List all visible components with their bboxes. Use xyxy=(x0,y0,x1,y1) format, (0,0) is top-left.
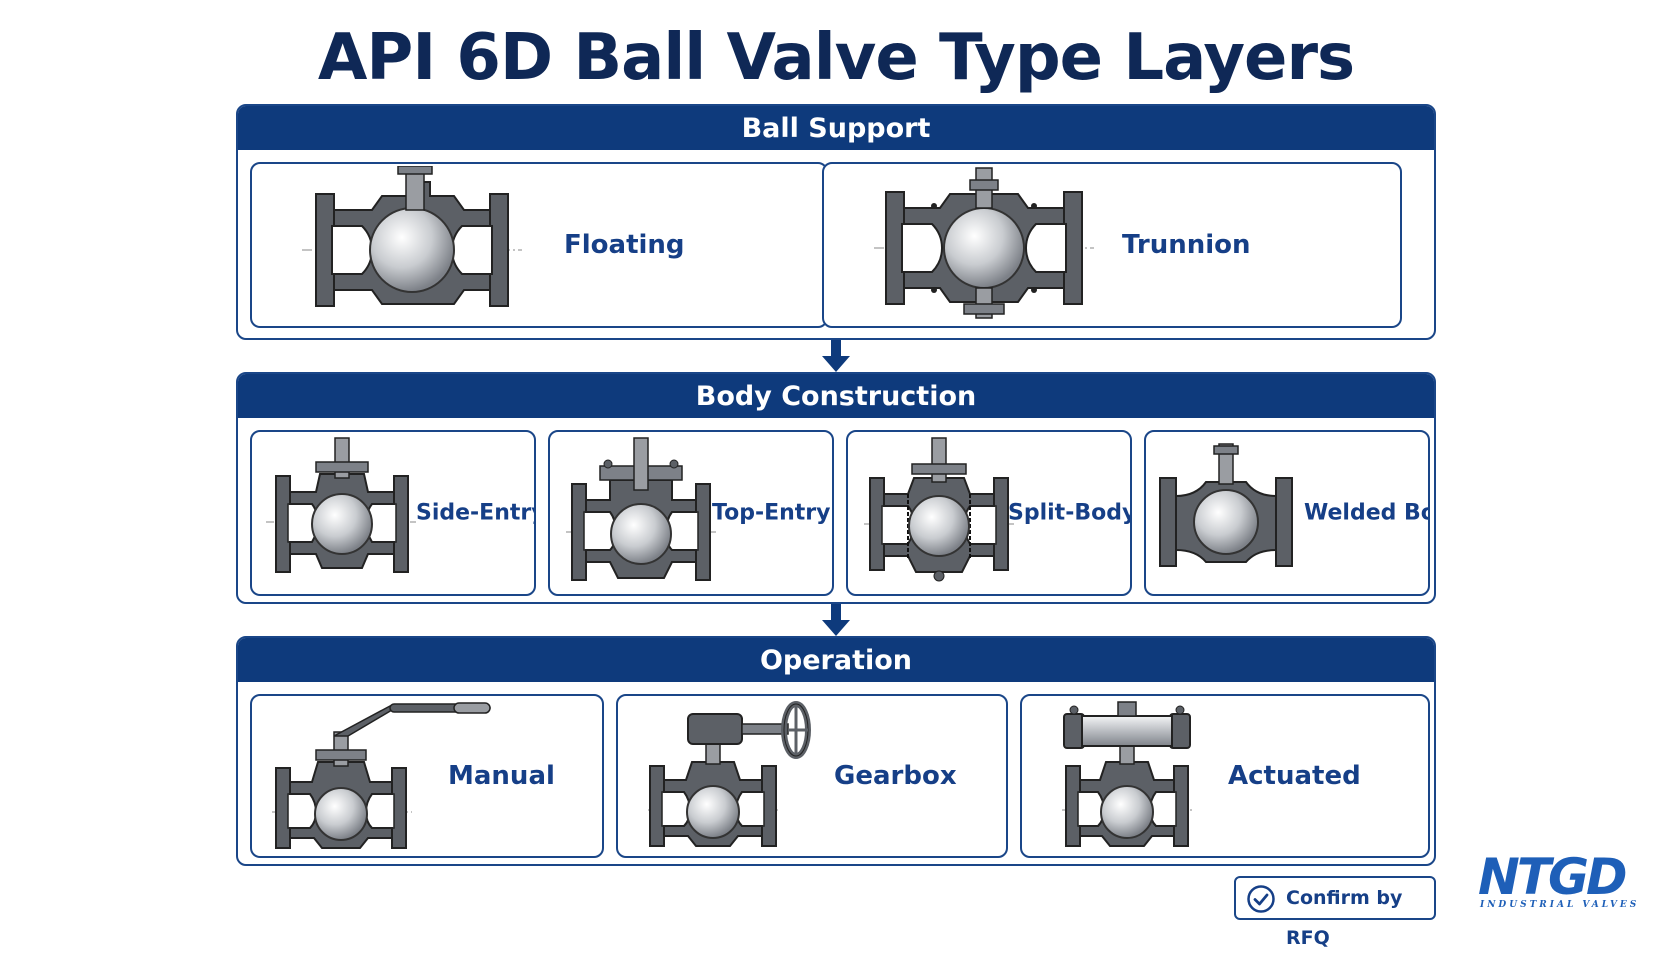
card-trunnion[interactable]: Trunnion xyxy=(822,162,1402,328)
brand-tagline: INDUSTRIAL VALVES xyxy=(1480,900,1639,910)
section-operation: Operation Manual xyxy=(236,636,1436,866)
card-floating[interactable]: Floating xyxy=(250,162,828,328)
card-actuated[interactable]: Actuated xyxy=(1020,694,1430,858)
card-label-manual: Manual xyxy=(448,761,555,791)
card-label-split-body: Split-Body xyxy=(1008,501,1132,526)
arrow-down-icon xyxy=(820,340,852,374)
section-body-construction: Body Construction Side-Entry Top-Entry xyxy=(236,372,1436,604)
check-circle-icon xyxy=(1246,884,1276,914)
section-header-operation: Operation xyxy=(238,638,1434,682)
card-welded-body[interactable]: Welded Body xyxy=(1144,430,1430,596)
card-gearbox[interactable]: Gearbox xyxy=(616,694,1008,858)
section-ball-support: Ball Support Floating xyxy=(236,104,1436,340)
section-header-body-construction: Body Construction xyxy=(238,374,1434,418)
confirm-rfq-badge[interactable]: Confirm by RFQ xyxy=(1234,876,1436,920)
card-label-top-entry: Top-Entry xyxy=(712,501,830,526)
floating-ball-valve-icon xyxy=(302,166,522,326)
top-entry-valve-icon xyxy=(566,436,716,586)
card-label-gearbox: Gearbox xyxy=(834,761,957,791)
card-side-entry[interactable]: Side-Entry xyxy=(250,430,536,596)
split-body-valve-icon xyxy=(864,436,1014,586)
card-label-trunnion: Trunnion xyxy=(1122,230,1251,260)
brand-name: NTGD xyxy=(1478,852,1625,902)
welded-body-valve-icon xyxy=(1156,442,1296,572)
card-top-entry[interactable]: Top-Entry xyxy=(548,430,834,596)
card-label-floating: Floating xyxy=(564,230,685,260)
brand-logo: NTGD INDUSTRIAL VALVES xyxy=(1478,852,1648,912)
pneumatic-actuator-valve-icon xyxy=(1062,700,1202,850)
card-label-side-entry: Side-Entry xyxy=(416,501,536,526)
card-label-actuated: Actuated xyxy=(1228,761,1361,791)
page-title: API 6D Ball Valve Type Layers xyxy=(0,14,1672,102)
card-manual[interactable]: Manual xyxy=(250,694,604,858)
card-label-welded-body: Welded Body xyxy=(1304,501,1430,526)
gearbox-handwheel-valve-icon xyxy=(648,700,818,850)
card-split-body[interactable]: Split-Body xyxy=(846,430,1132,596)
section-header-ball-support: Ball Support xyxy=(238,106,1434,150)
confirm-rfq-label: Confirm by RFQ xyxy=(1286,878,1434,958)
trunnion-ball-valve-icon xyxy=(874,166,1094,326)
arrow-down-icon xyxy=(820,604,852,638)
side-entry-valve-icon xyxy=(266,436,416,576)
